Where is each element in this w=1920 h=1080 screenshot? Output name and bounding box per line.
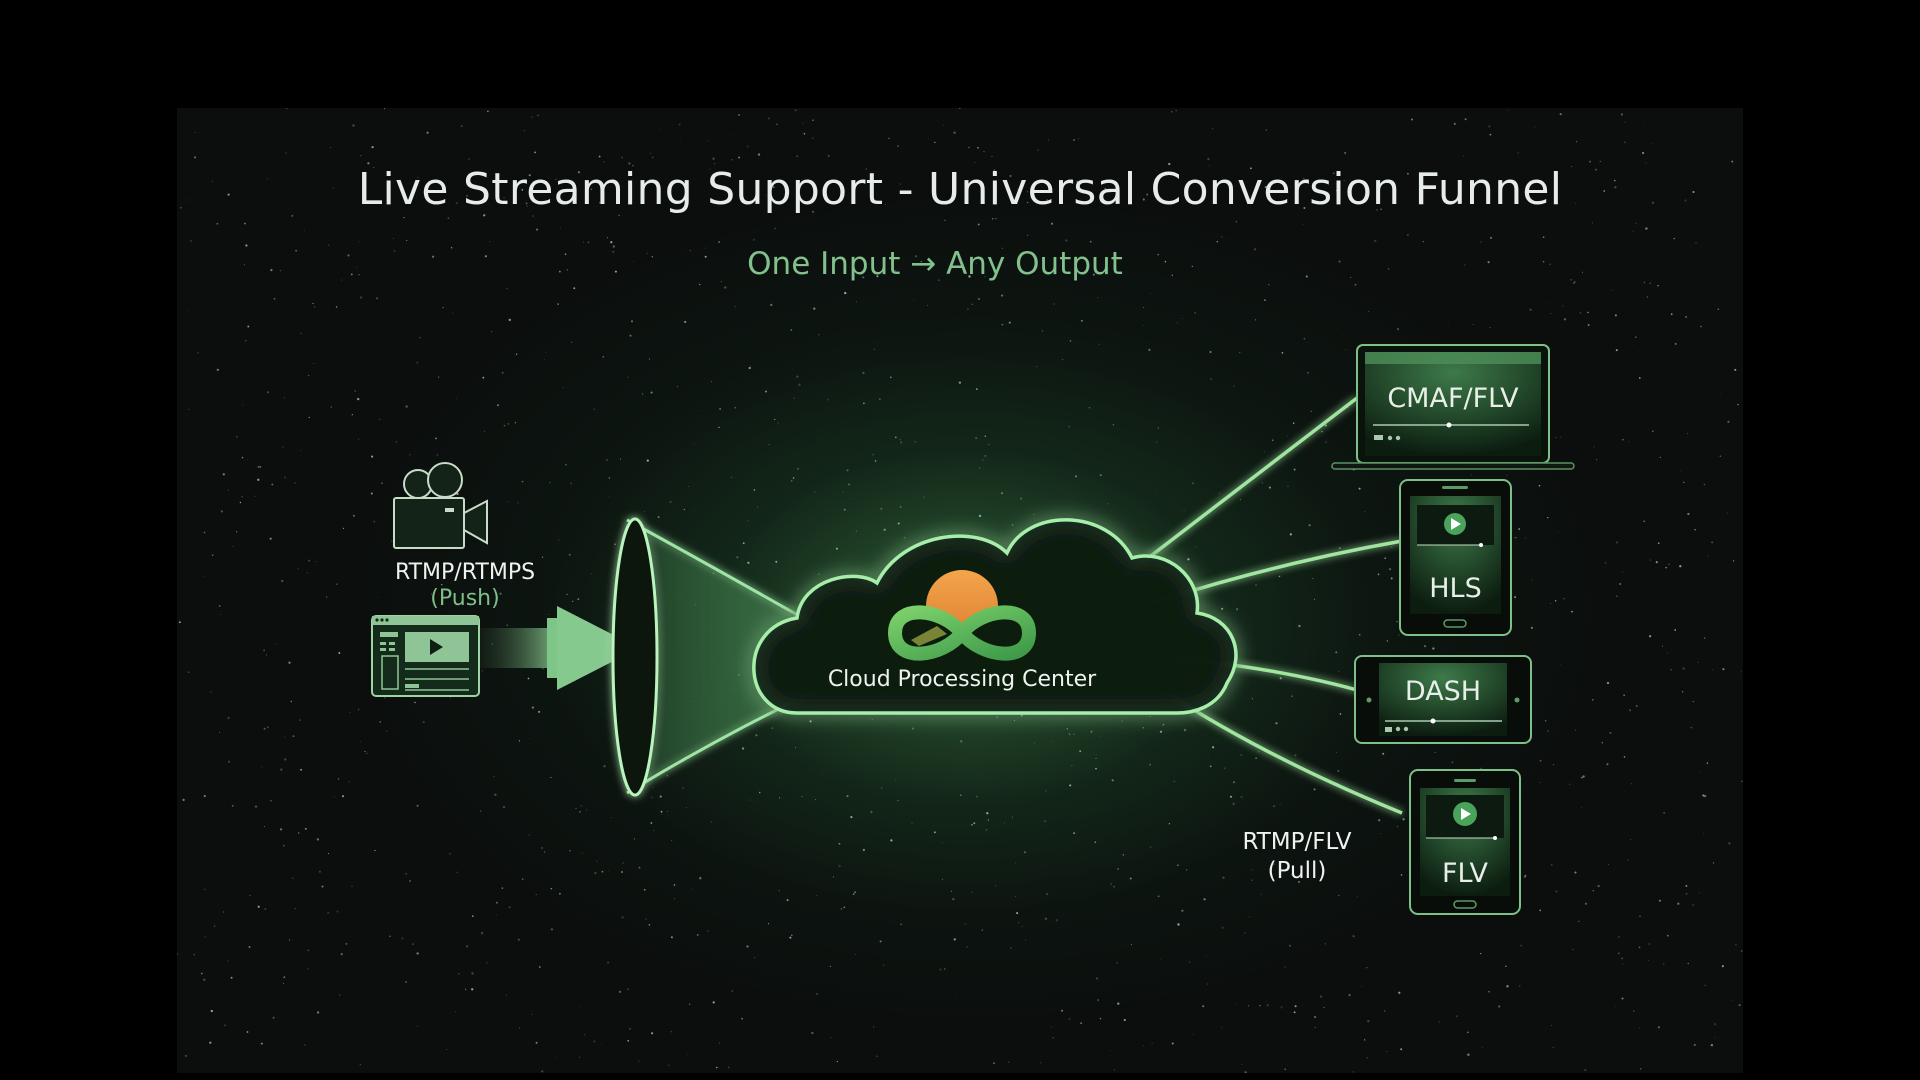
infinity-sun-logo-icon <box>887 570 1037 661</box>
output-label-flv: FLV <box>1441 858 1489 889</box>
phone-device-icon <box>1409 769 1521 915</box>
input-protocol-label: RTMP/RTMPS (Push) <box>380 560 550 612</box>
flow-diagram <box>371 344 1575 915</box>
input-protocol-text: RTMP/RTMPS <box>394 560 536 585</box>
starfield-background <box>177 108 1743 1073</box>
page-title: Live Streaming Support - Universal Conve… <box>357 164 1563 215</box>
page-subtitle: One Input → Any Output <box>747 246 1123 282</box>
pull-mode-text: (Pull) <box>1267 858 1327 884</box>
cloud-label: Cloud Processing Center <box>827 667 1097 692</box>
input-mode-text: (Push) <box>430 586 500 611</box>
video-player-window-icon <box>371 615 480 697</box>
tablet-device-icon <box>1399 479 1512 636</box>
output-label-hls: HLS <box>1429 573 1482 604</box>
landscape-tablet-device-icon <box>1354 655 1532 744</box>
input-arrow <box>477 606 639 690</box>
pull-protocol-label: RTMP/FLV (Pull) <box>1217 828 1377 886</box>
laptop-device-icon <box>1331 344 1575 470</box>
diagram-panel: Live Streaming Support - Universal Conve… <box>177 108 1743 1073</box>
funnel-icon <box>611 517 818 797</box>
output-label-dash: DASH <box>1404 676 1482 707</box>
output-label-cmaf: CMAF/FLV <box>1387 383 1519 414</box>
pull-protocol-text: RTMP/FLV <box>1242 829 1352 855</box>
video-camera-icon <box>393 462 488 549</box>
